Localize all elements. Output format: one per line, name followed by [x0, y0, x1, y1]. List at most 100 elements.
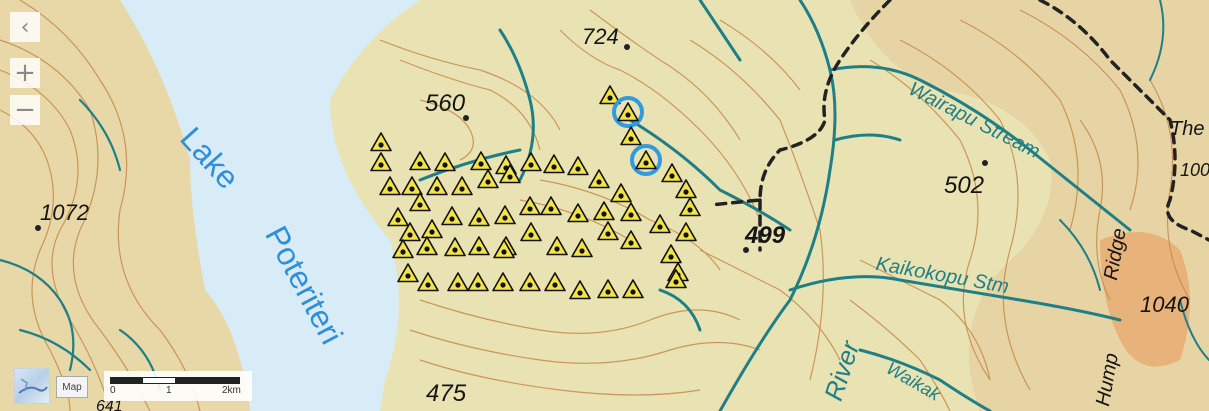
- warning-marker[interactable]: [544, 272, 566, 292]
- warning-marker[interactable]: [379, 176, 401, 196]
- marker-dot: [552, 282, 558, 288]
- marker-dot: [630, 289, 636, 295]
- warning-marker[interactable]: [399, 222, 421, 242]
- warning-marker[interactable]: [493, 239, 515, 259]
- warning-marker[interactable]: [620, 230, 642, 250]
- warning-marker[interactable]: [397, 263, 419, 283]
- warning-marker[interactable]: [520, 222, 542, 242]
- layer-switcher-button[interactable]: [14, 368, 50, 404]
- triangle-warning-icon: [660, 244, 682, 264]
- warning-marker[interactable]: [665, 269, 687, 289]
- warning-marker[interactable]: [675, 179, 697, 199]
- triangle-warning-icon: [468, 207, 490, 227]
- warning-marker[interactable]: [444, 237, 466, 257]
- warning-marker[interactable]: [620, 202, 642, 222]
- triangle-warning-icon: [617, 102, 639, 122]
- back-button[interactable]: ‹: [10, 12, 40, 42]
- triangle-warning-icon: [520, 152, 542, 172]
- warning-marker-selected[interactable]: [612, 96, 644, 128]
- triangle-warning-icon: [467, 272, 489, 292]
- zoom-out-button[interactable]: −: [10, 95, 40, 125]
- warning-marker[interactable]: [370, 132, 392, 152]
- zoom-in-button[interactable]: +: [10, 58, 40, 88]
- scale-tick-1: 1: [166, 385, 172, 396]
- warning-marker[interactable]: [470, 151, 492, 171]
- triangle-warning-icon: [567, 156, 589, 176]
- warning-marker[interactable]: [477, 169, 499, 189]
- warning-marker[interactable]: [519, 272, 541, 292]
- triangle-warning-icon: [451, 176, 473, 196]
- warning-marker[interactable]: [661, 163, 683, 183]
- marker-highlight-ring: [630, 144, 662, 176]
- triangle-warning-icon: [370, 152, 392, 172]
- warning-marker[interactable]: [426, 176, 448, 196]
- triangle-warning-icon: [399, 222, 421, 242]
- triangle-warning-icon: [569, 280, 591, 300]
- warning-marker[interactable]: [567, 203, 589, 223]
- triangle-warning-icon: [492, 272, 514, 292]
- marker-dot: [478, 161, 484, 167]
- triangle-warning-icon: [679, 197, 701, 217]
- warning-marker[interactable]: [499, 164, 521, 184]
- marker-dot: [405, 273, 411, 279]
- warning-marker[interactable]: [387, 207, 409, 227]
- warning-marker[interactable]: [593, 201, 615, 221]
- warning-marker[interactable]: [679, 197, 701, 217]
- triangle-warning-icon: [665, 269, 687, 289]
- warning-marker[interactable]: [569, 280, 591, 300]
- lake-poteriteri: [120, 0, 420, 411]
- marker-dot: [507, 174, 513, 180]
- warning-marker[interactable]: [597, 221, 619, 241]
- marker-dot: [400, 249, 406, 255]
- warning-marker[interactable]: [571, 238, 593, 258]
- warning-marker[interactable]: [447, 272, 469, 292]
- warning-marker[interactable]: [434, 152, 456, 172]
- triangle-warning-icon: [593, 201, 615, 221]
- warning-marker[interactable]: [546, 236, 568, 256]
- triangle-warning-icon: [675, 222, 697, 242]
- marker-dot: [449, 216, 455, 222]
- warning-marker[interactable]: [451, 176, 473, 196]
- warning-marker[interactable]: [660, 244, 682, 264]
- warning-marker[interactable]: [421, 219, 443, 239]
- triangle-warning-icon: [610, 183, 632, 203]
- warning-marker[interactable]: [494, 205, 516, 225]
- warning-marker[interactable]: [599, 85, 621, 105]
- warning-marker[interactable]: [409, 151, 431, 171]
- walking-tracks: [708, 0, 1209, 252]
- warning-marker[interactable]: [467, 272, 489, 292]
- map-type-toggle[interactable]: Map: [56, 376, 88, 398]
- warning-marker[interactable]: [675, 222, 697, 242]
- warning-marker[interactable]: [468, 236, 490, 256]
- warning-marker[interactable]: [468, 207, 490, 227]
- warning-marker[interactable]: [441, 206, 463, 226]
- warning-marker[interactable]: [401, 176, 423, 196]
- triangle-warning-icon: [635, 150, 657, 170]
- triangle-warning-icon: [477, 169, 499, 189]
- warning-marker[interactable]: [622, 279, 644, 299]
- warning-marker[interactable]: [620, 126, 642, 146]
- warning-marker[interactable]: [409, 192, 431, 212]
- warning-marker[interactable]: [567, 156, 589, 176]
- warning-marker[interactable]: [610, 183, 632, 203]
- warning-marker[interactable]: [540, 196, 562, 216]
- warning-marker[interactable]: [492, 272, 514, 292]
- warning-marker[interactable]: [649, 214, 671, 234]
- warning-marker[interactable]: [597, 279, 619, 299]
- warning-marker-selected[interactable]: [630, 144, 662, 176]
- marker-dot: [378, 142, 384, 148]
- warning-marker[interactable]: [588, 169, 610, 189]
- marker-dot: [378, 162, 384, 168]
- warning-marker[interactable]: [519, 196, 541, 216]
- warning-marker[interactable]: [520, 152, 542, 172]
- rivers: [418, 0, 1132, 411]
- warning-marker[interactable]: [417, 272, 439, 292]
- warning-marker[interactable]: [543, 154, 565, 174]
- warning-marker[interactable]: [370, 152, 392, 172]
- marker-dot: [455, 282, 461, 288]
- warning-marker[interactable]: [416, 236, 438, 256]
- triangle-warning-icon: [468, 236, 490, 256]
- warning-marker[interactable]: [392, 239, 414, 259]
